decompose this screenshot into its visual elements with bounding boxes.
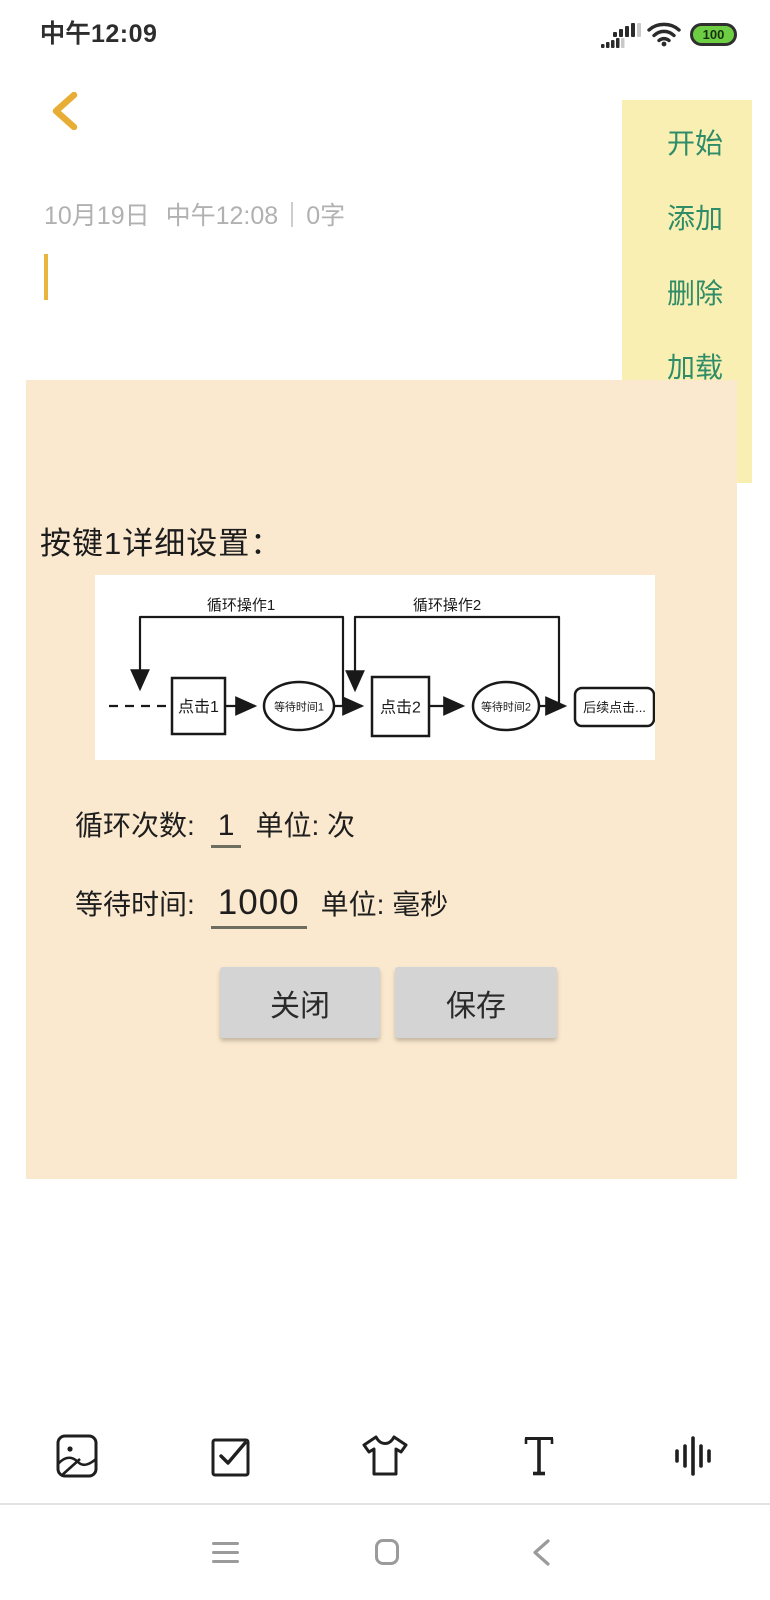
- loop2-label: 循环操作2: [413, 597, 481, 614]
- menu-item-load[interactable]: 加载: [667, 352, 724, 383]
- wait-time-label: 等待时间:: [75, 889, 195, 920]
- insert-image-button[interactable]: [0, 1430, 154, 1482]
- checkbox-icon: [211, 1438, 250, 1477]
- text-style-button[interactable]: [462, 1430, 616, 1482]
- nav-divider: [0, 1503, 770, 1505]
- nav-back-button[interactable]: [531, 1539, 551, 1566]
- node-click2-label: 点击2: [380, 699, 421, 717]
- wait-time-input[interactable]: 1000: [210, 883, 307, 929]
- loop2-path: [345, 615, 561, 706]
- meta-divider: [291, 201, 294, 227]
- wifi-icon: [647, 22, 681, 47]
- text-icon: [524, 1437, 554, 1476]
- insert-checklist-button[interactable]: [154, 1430, 308, 1482]
- node-click1-label: 点击1: [178, 698, 219, 716]
- menu-item-delete[interactable]: 删除: [667, 278, 724, 309]
- dialog-title: 按键1详细设置：: [40, 526, 283, 561]
- close-button[interactable]: 关闭: [220, 967, 380, 1038]
- image-icon: [56, 1434, 98, 1478]
- node-next: [573, 686, 656, 728]
- loop-count-label: 循环次数:: [75, 810, 195, 841]
- wait-time-row: 等待时间: 1000 单位: 毫秒: [75, 883, 448, 929]
- node-wait1-label: 等待时间1: [274, 700, 324, 714]
- battery-icon: 100: [690, 23, 737, 46]
- status-time: 中午12:09: [40, 20, 158, 48]
- loop1-label: 循环操作1: [207, 597, 275, 614]
- node-click1: [170, 676, 227, 736]
- back-chevron-icon: [533, 1539, 550, 1566]
- sticker-button[interactable]: [308, 1430, 462, 1482]
- back-icon[interactable]: [50, 92, 80, 130]
- flowchart-panel: 循环操作1 循环操作2 点击1 等待时间1 点击2 等待时间2 后续点击...: [95, 575, 656, 760]
- signal-icon: [601, 23, 641, 48]
- menu-item-add[interactable]: 添加: [667, 203, 724, 234]
- editor-toolbar: [0, 1430, 770, 1482]
- loop1-path: [130, 615, 345, 706]
- wait-time-unit: 单位: 毫秒: [320, 889, 449, 920]
- note-meta: 10月19日 中午12:08 0字: [44, 196, 345, 232]
- battery-level: 100: [702, 27, 725, 42]
- audio-icon: [675, 1436, 711, 1476]
- tshirt-icon: [362, 1435, 408, 1476]
- node-next-label: 后续点击...: [583, 700, 646, 715]
- loop-count-row: 循环次数: 1 单位: 次: [75, 804, 355, 848]
- menu-icon: [212, 1542, 239, 1545]
- note-date: 10月19日: [44, 202, 150, 230]
- save-button[interactable]: 保存: [395, 967, 557, 1038]
- char-count: 0字: [306, 202, 346, 230]
- loop-count-input[interactable]: 1: [210, 809, 242, 848]
- node-wait2-label: 等待时间2: [481, 700, 531, 714]
- flowchart-diagram: 循环操作1 循环操作2 点击1 等待时间1 点击2 等待时间2 后续点击...: [109, 597, 656, 738]
- menu-item-start[interactable]: 开始: [667, 128, 724, 159]
- key-settings-dialog: 按键1详细设置： 循环操作1 循环操作2 点击1 等待时间1: [26, 380, 737, 1179]
- recents-button[interactable]: [212, 1542, 239, 1569]
- voice-note-button[interactable]: [616, 1430, 770, 1482]
- home-button[interactable]: [375, 1539, 399, 1565]
- text-cursor[interactable]: [44, 254, 48, 300]
- note-time: 中午12:08: [165, 202, 279, 230]
- loop-count-unit: 单位: 次: [255, 810, 356, 841]
